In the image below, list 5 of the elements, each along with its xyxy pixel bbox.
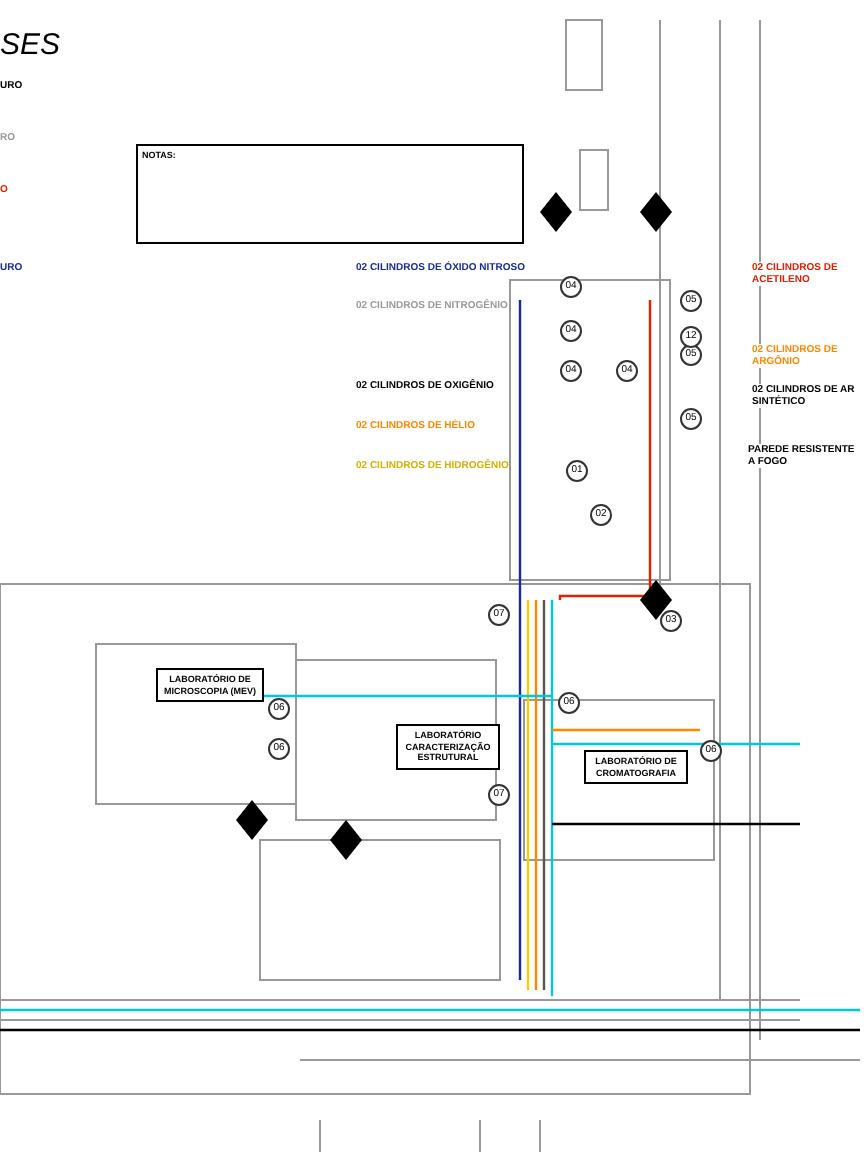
notes-box	[136, 144, 524, 244]
room-label	[396, 724, 500, 769]
room-label	[584, 750, 688, 784]
room-label	[156, 668, 264, 702]
drawing-title: SES	[0, 30, 61, 62]
